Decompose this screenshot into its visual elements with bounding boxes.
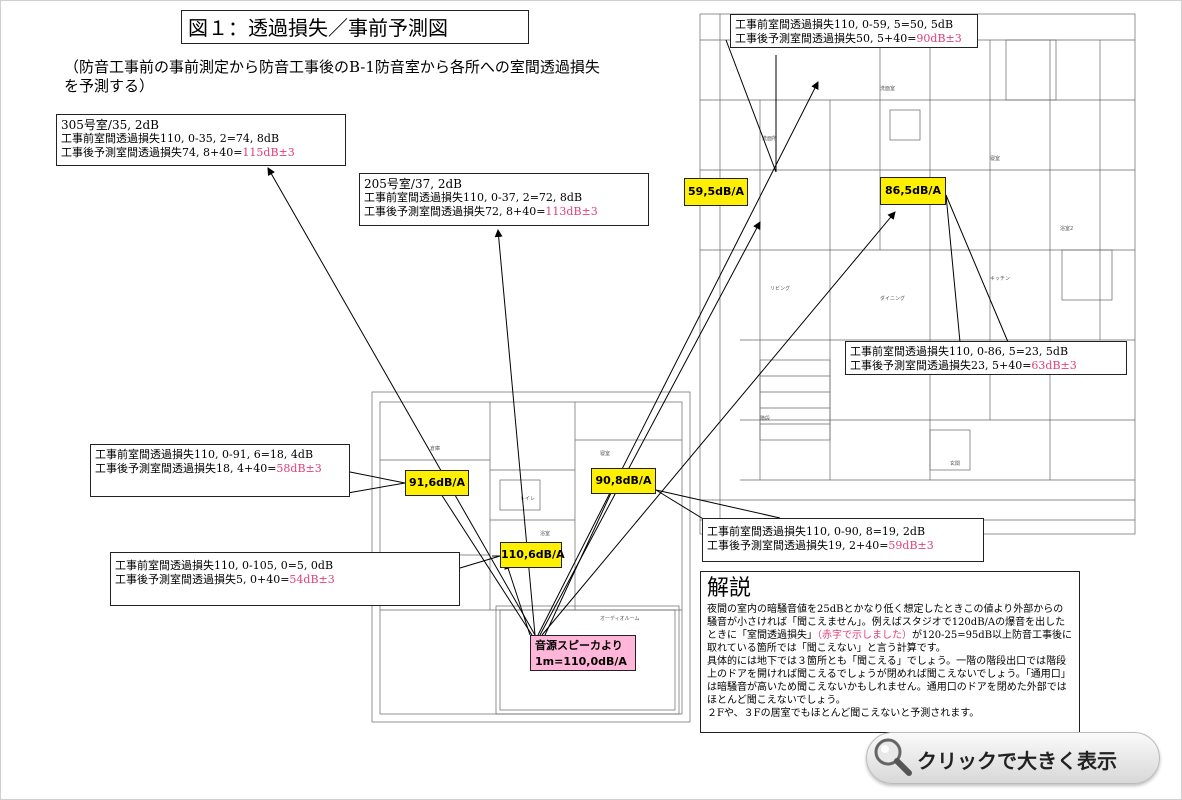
note-305-before: 工事前室間透過損失110, 0-35, 2=74, 8dB	[61, 132, 280, 145]
arrow-to-908	[544, 477, 619, 636]
level-label-916: 91,6dB/A	[405, 470, 469, 496]
note-left-mid: 工事前室間透過損失110, 0-91, 6=18, 4dB 工事後予測室間透過損…	[90, 444, 350, 497]
note-left-mid-before: 工事前室間透過損失110, 0-91, 6=18, 4dB	[95, 448, 314, 461]
svg-text:浴室2: 浴室2	[1060, 225, 1073, 232]
arrow-to-305	[267, 167, 536, 636]
first-floor-plan-outline	[699, 13, 1136, 535]
note-left-mid-after: 工事後予測室間透過損失18, 4+40=58dB±3	[95, 462, 322, 475]
svg-text:倉庫: 倉庫	[430, 445, 440, 452]
svg-text:階段: 階段	[760, 415, 770, 422]
note-top-right-after: 工事後予測室間透過損失50, 5+40=90dB±3	[735, 32, 962, 45]
explanation-paragraph-2: 具体的には地下では３箇所とも「聞こえる」でしょう。一階の階段出口では階段上のドア…	[707, 656, 1071, 706]
note-bottom-right-before: 工事前室間透過損失110, 0-90, 8=19, 2dB	[707, 525, 926, 538]
arrow-to-916	[431, 479, 533, 636]
explanation-paragraph-3: ２Fや、３Fの居室でもほとんど聞こえないと予測されます。	[707, 708, 980, 719]
explanation-heading: 解説	[707, 576, 752, 601]
arrow-to-1106	[504, 561, 531, 636]
explanation-paragraph-1: 夜間の室内の暗騒音値を25dBとかなり低く想定したときこの値より外部からの騒音が…	[707, 604, 1073, 654]
note-room-305: 305号室/35, 2dB 工事前室間透過損失110, 0-35, 2=74, …	[56, 114, 346, 166]
note-mid-right-before: 工事前室間透過損失110, 0-86, 5=23, 5dB	[850, 345, 1069, 358]
svg-text:洗面所: 洗面所	[762, 135, 777, 142]
note-left-low-before: 工事前室間透過損失110, 0-105, 0=5, 0dB	[115, 559, 334, 572]
note-left-low: 工事前室間透過損失110, 0-105, 0=5, 0dB 工事後予測室間透過損…	[110, 552, 460, 606]
svg-text:キッチン: キッチン	[990, 276, 1010, 282]
note-top-right: 工事前室間透過損失110, 0-59, 5=50, 5dB 工事後予測室間透過損…	[730, 14, 978, 48]
source-line-2: 1m=110,0dB/A	[535, 655, 627, 668]
svg-text:ダイニング: ダイニング	[880, 295, 905, 302]
sound-source-label: 音源スピーカより 1m=110,0dB/A	[530, 635, 636, 671]
note-205-after: 工事後予測室間透過損失72, 8+40=113dB±3	[364, 205, 598, 218]
svg-text:玄関: 玄関	[950, 460, 960, 467]
svg-text:トイレ: トイレ	[520, 496, 535, 502]
note-bottom-right: 工事前室間透過損失110, 0-90, 8=19, 2dB 工事後予測室間透過損…	[702, 518, 984, 562]
svg-text:リビング: リビング	[770, 285, 790, 292]
arrow-to-865	[541, 211, 896, 636]
level-label-865: 86,5dB/A	[880, 177, 946, 205]
note-room-205: 205号室/37, 2dB 工事前室間透過損失110, 0-37, 2=72, …	[359, 173, 649, 226]
note-bottom-right-after: 工事後予測室間透過損失19, 2+40=59dB±3	[707, 539, 934, 552]
note-mid-right-after: 工事後予測室間透過損失23, 5+40=63dB±3	[850, 359, 1077, 372]
svg-text:寝室: 寝室	[990, 155, 1000, 162]
svg-text:オーディオルーム: オーディオルーム	[600, 615, 640, 622]
enlarge-button[interactable]: クリックで大きく表示	[866, 732, 1160, 784]
figure-title: 図１：透過損失／事前予測図	[181, 10, 529, 44]
note-305-after: 工事後予測室間透過損失74, 8+40=115dB±3	[61, 146, 295, 159]
svg-text:洗面室: 洗面室	[880, 85, 895, 92]
note-top-right-before: 工事前室間透過損失110, 0-59, 5=50, 5dB	[735, 18, 954, 31]
figure-subtitle: （防音工事前の事前測定から防音工事後のB-1防音室から各所への室間透過損失を予測…	[64, 58, 600, 95]
level-label-595: 59,5dB/A	[684, 178, 748, 206]
note-left-low-after: 工事後予測室間透過損失5, 0+40=54dB±3	[115, 573, 335, 586]
transmission-arrows	[267, 81, 896, 636]
note-205-head: 205号室/37, 2dB	[364, 177, 462, 191]
arrow-to-205	[494, 229, 536, 636]
note-mid-right: 工事前室間透過損失110, 0-86, 5=23, 5dB 工事後予測室間透過損…	[845, 341, 1127, 375]
arrow-to-top-right	[537, 81, 819, 636]
level-label-1106: 110,6dB/A	[500, 542, 565, 568]
magnifier-icon	[874, 738, 912, 776]
svg-text:浴室: 浴室	[540, 530, 550, 537]
note-305-head: 305号室/35, 2dB	[61, 118, 159, 132]
level-label-908: 90,8dB/A	[591, 468, 656, 494]
explanation-box: 解説 夜間の室内の暗騒音値を25dBとかなり低く想定したときこの値より外部からの…	[700, 571, 1080, 733]
note-205-before: 工事前室間透過損失110, 0-37, 2=72, 8dB	[364, 191, 583, 204]
source-line-1: 音源スピーカより	[535, 639, 623, 652]
enlarge-button-label: クリックで大きく表示	[917, 749, 1117, 773]
svg-text:寝室: 寝室	[600, 450, 610, 457]
callout-lines	[335, 39, 1009, 569]
